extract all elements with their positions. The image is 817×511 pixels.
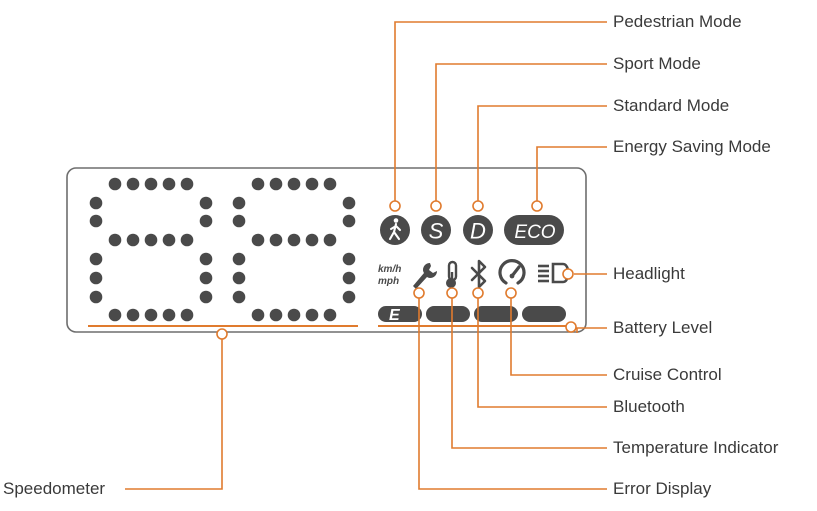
- speed-digit-ones: [232, 177, 356, 322]
- segment-dot: [144, 233, 158, 247]
- segment-dot: [126, 233, 140, 247]
- segment-dot: [199, 196, 213, 210]
- segment-dot: [180, 233, 194, 247]
- label-error-display: Error Display: [613, 479, 712, 498]
- segment-dot: [287, 233, 301, 247]
- segment-dot: [89, 271, 103, 285]
- label-standard-mode: Standard Mode: [613, 96, 730, 115]
- battery-segment: [378, 306, 422, 322]
- segment-dot: [199, 214, 213, 228]
- gauge-icon: [498, 259, 526, 285]
- battery-segment: [474, 306, 518, 322]
- segment-dot: [162, 233, 176, 247]
- segment-dot: [126, 177, 140, 191]
- segment-dot: [269, 233, 283, 247]
- segment-dot: [305, 177, 319, 191]
- segment-dot: [269, 177, 283, 191]
- thermometer-icon: [446, 260, 458, 288]
- segment-dot: [199, 252, 213, 266]
- segment-dot: [287, 177, 301, 191]
- segment-dot: [269, 308, 283, 322]
- segment-dot: [180, 308, 194, 322]
- bluetooth-icon: [470, 259, 487, 289]
- segment-dot: [323, 177, 337, 191]
- battery-segment: [522, 306, 566, 322]
- svg-text:S: S: [429, 219, 444, 244]
- label-sport-mode: Sport Mode: [613, 54, 701, 73]
- label-temperature-indicator: Temperature Indicator: [613, 438, 779, 457]
- segment-dot: [342, 271, 356, 285]
- label-speedometer: Speedometer: [3, 479, 106, 498]
- segment-dot: [144, 308, 158, 322]
- segment-dot: [108, 308, 122, 322]
- segment-dot: [126, 308, 140, 322]
- error-letter: E: [389, 307, 401, 324]
- segment-dot: [323, 233, 337, 247]
- callout-lines: [125, 21, 607, 490]
- segment-dot: [108, 233, 122, 247]
- segment-dot: [180, 177, 194, 191]
- segment-dot: [305, 308, 319, 322]
- segment-dot: [342, 290, 356, 304]
- segment-dot: [232, 214, 246, 228]
- segment-dot: [89, 196, 103, 210]
- segment-dot: [89, 214, 103, 228]
- segment-dot: [144, 177, 158, 191]
- segment-dot: [232, 290, 246, 304]
- segment-dot: [323, 308, 337, 322]
- segment-dot: [232, 196, 246, 210]
- segment-dot: [251, 177, 265, 191]
- segment-dot: [287, 308, 301, 322]
- pedestrian-icon: [380, 215, 410, 245]
- battery-segment: [426, 306, 470, 322]
- segment-dot: [251, 233, 265, 247]
- label-cruise-control: Cruise Control: [613, 365, 722, 384]
- eco-mode-icon: ECO: [504, 215, 564, 245]
- label-bluetooth: Bluetooth: [613, 397, 685, 416]
- speed-digit-tens: [89, 177, 213, 322]
- segment-dot: [342, 252, 356, 266]
- segment-dot: [342, 196, 356, 210]
- label-battery-level: Battery Level: [613, 318, 713, 337]
- segment-dot: [89, 290, 103, 304]
- sport-mode-icon: S: [421, 215, 451, 245]
- segment-dot: [251, 308, 265, 322]
- segment-dot: [232, 252, 246, 266]
- label-headlight: Headlight: [613, 264, 685, 283]
- wrench-icon: [413, 263, 437, 289]
- unit-kmh: km/h: [378, 264, 402, 275]
- segment-dot: [305, 233, 319, 247]
- segment-dot: [108, 177, 122, 191]
- segment-dot: [162, 177, 176, 191]
- segment-dot: [162, 308, 176, 322]
- label-pedestrian-mode: Pedestrian Mode: [613, 12, 742, 31]
- unit-mph: mph: [378, 276, 400, 287]
- segment-dot: [342, 214, 356, 228]
- standard-mode-icon: D: [463, 215, 493, 245]
- callout-markers: [216, 200, 577, 340]
- segment-dot: [89, 252, 103, 266]
- segment-dot: [199, 271, 213, 285]
- svg-text:D: D: [470, 219, 486, 244]
- battery-bar: E: [378, 306, 566, 327]
- label-energy-saving-mode: Energy Saving Mode: [613, 137, 771, 156]
- segment-dot: [199, 290, 213, 304]
- segment-dot: [232, 271, 246, 285]
- svg-text:ECO: ECO: [514, 222, 555, 243]
